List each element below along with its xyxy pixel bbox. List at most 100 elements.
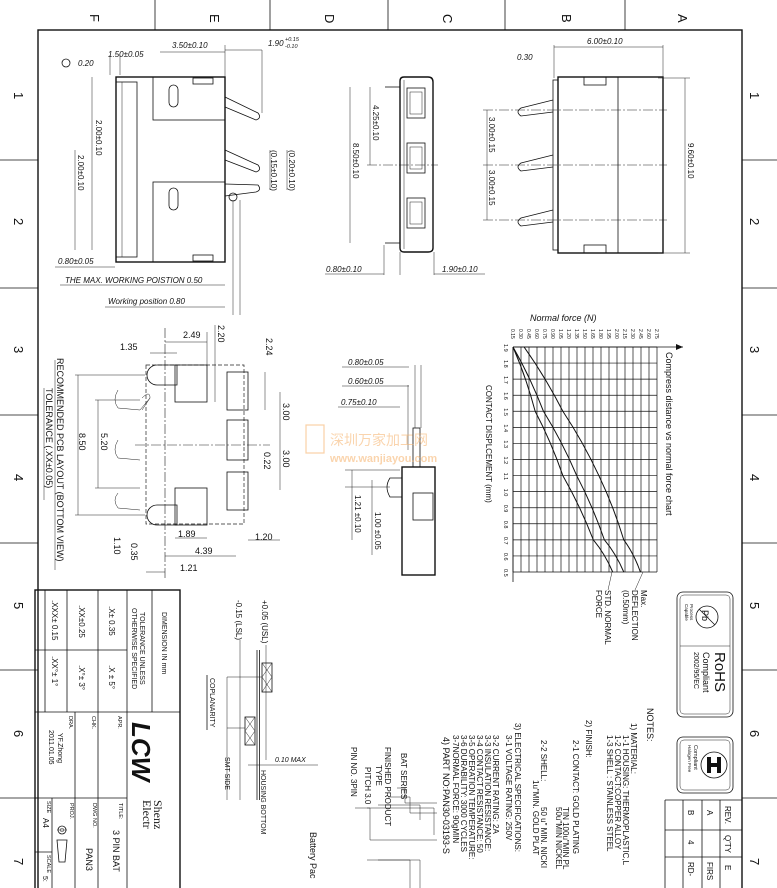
- note-line: 1-1 HOUSING: THERMOPLASTIC,L: [621, 735, 630, 866]
- rohs-compliant: Compliant: [701, 652, 711, 693]
- dim-label: 0.60±0.05: [348, 377, 384, 386]
- force-tick-label: 1.95: [605, 329, 611, 339]
- note-line: 2-2 SHELL:: [539, 740, 548, 781]
- usl-label: +0.05 (USL): [260, 600, 269, 644]
- annotation-deflection: DEFLECTION: [630, 590, 639, 641]
- part-legend: FINISHED PRODUCT: [383, 747, 392, 826]
- drawing-date: 2011.01.05: [47, 730, 54, 765]
- displacement-tick-label: 0.9: [502, 505, 508, 513]
- row-number: 2: [11, 218, 26, 225]
- end-view: 4.25±0.10 8.50±0.10 0.80±0.10 1.90±0.10: [325, 76, 485, 275]
- force-tick-label: 2.60: [645, 329, 651, 339]
- dim-label: 3.00±0.15: [487, 170, 496, 206]
- notes-heading: NOTES:: [645, 708, 655, 742]
- series-line-upper: [523, 346, 641, 573]
- axis-arrow-icon: [676, 344, 683, 350]
- row-number: 3: [747, 346, 762, 353]
- pad: [174, 364, 208, 403]
- rev-cell: B: [686, 810, 695, 815]
- proj-label: PROJ.: [68, 803, 74, 820]
- dim-label: 1.21: [180, 563, 198, 573]
- series-line-std: [512, 346, 625, 573]
- drawing-number: PAN3: [84, 848, 94, 871]
- displacement-tick-label: 0.7: [502, 537, 508, 545]
- row-number: 6: [11, 730, 26, 737]
- row-number: 1: [11, 92, 26, 99]
- note-line: 1-2 CONTACT:COPPER ALLOY: [613, 735, 622, 850]
- force-tick-label: 2.00: [613, 329, 619, 339]
- lsl-label: -0.15 (LSL): [234, 600, 243, 640]
- projection-symbol-icon: [56, 825, 68, 863]
- dim-label: 3.50±0.10: [172, 41, 208, 50]
- scale-value: 5:: [41, 876, 48, 882]
- displacement-tick-label: 0.6: [502, 553, 508, 561]
- tolerance-value: .XXX± 0.15: [50, 600, 59, 641]
- dwg-label: DWG NO.: [91, 803, 97, 828]
- displacement-tick-label: 1.3: [502, 440, 508, 448]
- dim-label: 6.00±0.10: [587, 37, 623, 46]
- displacement-tick-label: 1.1: [502, 473, 508, 481]
- row-number: 4: [11, 474, 26, 481]
- spring-contact: [224, 183, 260, 197]
- note-line: 3-3 INSULATION RESISTANCE:: [483, 735, 492, 851]
- battery-label: Battery Pac: [308, 832, 318, 879]
- revision-table: REV. Q'TY E A FIRS B 4 RD-: [664, 799, 742, 888]
- dim-label: 0.80±0.10: [326, 265, 362, 274]
- displacement-tick-label: 1.4: [502, 424, 508, 432]
- dim-label: (0.15±0.10): [269, 150, 278, 191]
- watermark-url: www.wanjiayou.com: [329, 453, 437, 465]
- tolerance-value: .X± 0.35: [107, 606, 116, 636]
- tolerance-note: OTHERWISE SPECIFIED: [130, 608, 137, 689]
- note-line: 2-1 CONTACT: GOLD PLATING: [571, 740, 580, 854]
- part-legend: BAT SERIES: [399, 753, 408, 799]
- sheet-size: A4: [41, 818, 50, 828]
- dim-tolerance: +0.15: [285, 37, 300, 43]
- coplanarity-label: COPLANARITY: [208, 678, 215, 728]
- angle-tolerance: .XX°± 1°: [50, 656, 59, 686]
- spring-contact: [517, 154, 554, 172]
- force-tick-label: 0.60: [533, 329, 539, 339]
- displacement-tick-label: 1.8: [502, 360, 508, 368]
- column-letter: D: [322, 14, 337, 23]
- desc-header: E: [723, 865, 732, 870]
- note-line: 3-6 DURABILITY: 3000 CYCLES: [459, 735, 468, 852]
- force-tick-label: 2.45: [637, 329, 643, 339]
- qty-header: Q'TY: [723, 835, 732, 854]
- dim-label: 1.50±0.05: [108, 50, 144, 59]
- dim-label: 1.90±0.10: [442, 265, 478, 274]
- drawer-name: YF.Zhong: [56, 733, 63, 763]
- company-name: Shenz: [151, 800, 165, 829]
- tolerance-value: .XX±0.25: [77, 605, 86, 638]
- smt-side-label: SMT SIDE: [223, 757, 230, 790]
- chk-label: CHK.: [90, 716, 96, 730]
- force-tick-label: 1.35: [573, 329, 579, 339]
- dim-label: 0.30: [517, 53, 533, 62]
- force-tick-label: 0.30: [517, 329, 523, 339]
- dimension-unit: DIMENSION IN mm: [160, 612, 167, 674]
- part-number: 4) PART NO:PAN30-03193-S: [441, 737, 451, 854]
- halogen-free-logo: Compliant Halogen Free: [676, 736, 734, 794]
- dim-tolerance: -0.10: [285, 44, 298, 50]
- note-line: 50 u" MIN. NICKI: [539, 807, 548, 868]
- rohs-directive: 2002/95/EC: [692, 652, 699, 689]
- spring-contact: [224, 149, 260, 173]
- note-line: 2) FINISH:: [584, 720, 593, 758]
- part-legend: PIN NO. 3PIN: [349, 747, 358, 797]
- dim-label: 1.20: [255, 532, 273, 542]
- note-line: 3-7NORMAL FORCE: 90gMIN: [451, 735, 460, 843]
- pcb-layout-tolerance: TOLERANCE (.XX±0.05): [44, 388, 54, 488]
- halogen-text: Compliant: [692, 745, 698, 770]
- force-tick-label: 1.65: [589, 329, 595, 339]
- pad: [146, 504, 178, 526]
- displacement-tick-label: 1.0: [502, 489, 508, 497]
- note-line: 1) MATERIAL:: [629, 723, 638, 774]
- displacement-tick-label: 1.7: [502, 376, 508, 384]
- rev-cell: A: [705, 810, 714, 816]
- displacement-tick-label: 1.5: [502, 408, 508, 416]
- force-tick-label: 2.75: [653, 329, 659, 339]
- dim-label: 8.50: [77, 433, 87, 451]
- displacement-tick-label: 0.5: [502, 569, 508, 577]
- rev-header: REV.: [723, 806, 732, 824]
